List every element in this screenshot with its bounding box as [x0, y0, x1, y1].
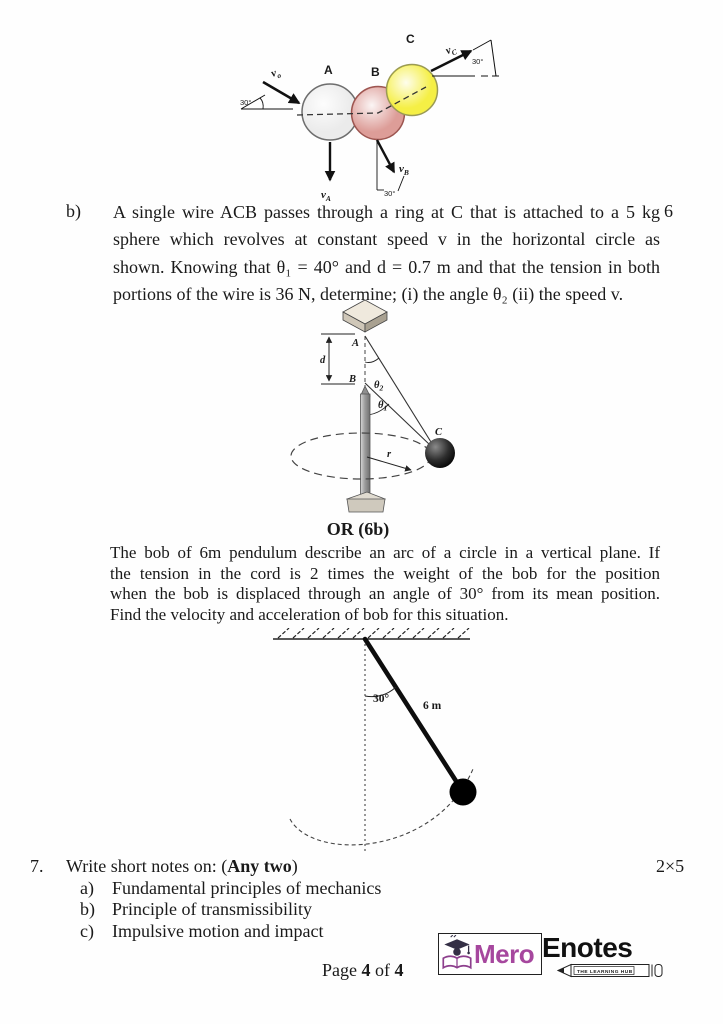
- question-7-marks: 2×5: [656, 856, 685, 876]
- logo-frame: Mero: [438, 933, 542, 975]
- v0-angle-label: 30°: [240, 98, 251, 107]
- top-cap: [342, 299, 388, 333]
- text-line: the tension in the cord is 2 times the w…: [110, 563, 660, 583]
- item-label: a): [80, 878, 94, 898]
- text-line: when the bob is displaced through an ang…: [110, 584, 660, 604]
- v0-vector: [240, 80, 301, 110]
- item-label: b): [80, 899, 95, 920]
- theta2-arc: [364, 357, 380, 363]
- r-label: r: [387, 449, 392, 460]
- or-heading: OR (6b): [326, 519, 390, 539]
- wire-bc: [364, 382, 431, 446]
- text-line: sphere which revolves at constant speed …: [113, 229, 660, 250]
- line-of-centers: [296, 86, 427, 116]
- sphere-c-label: C: [406, 32, 415, 46]
- list-item: c) Impulsive motion and impact: [80, 921, 381, 942]
- wire-ac: [364, 335, 432, 443]
- item-text: Impulsive motion and impact: [112, 920, 324, 941]
- vc-angle-label: 30°: [472, 57, 483, 66]
- page-number: Page 4 of 4: [322, 960, 404, 980]
- length-label: 6 m: [423, 700, 442, 712]
- sphere-c: [385, 63, 439, 117]
- pencil-banner: THE LEARNING HUB: [556, 963, 663, 978]
- point-a-label: A: [351, 338, 359, 349]
- pendulum-swing-figure: 30° 6 m: [273, 628, 477, 852]
- question-6b-text: A single wire ACB passes through a ring …: [113, 199, 660, 309]
- text-line: shown. Knowing that θ₁ = 40° and d = 0.7…: [113, 256, 660, 277]
- question-6b-marks: 6: [664, 201, 673, 221]
- text-line: portions of the wire is 36 N, determine;…: [113, 284, 624, 305]
- theta2-label: θ2: [374, 380, 383, 393]
- sphere-b-label: B: [371, 65, 380, 79]
- collision-spheres-figure: 30° vo A B C vA vB 30° vC 30°: [240, 32, 499, 203]
- pendulum-bob: [449, 778, 477, 806]
- conical-pendulum-figure: d A B θ2 θ1 r C: [290, 299, 455, 513]
- or-question-text: The bob of 6m pendulum describe an arc o…: [110, 543, 660, 626]
- vc-vector: [430, 39, 499, 77]
- d-label: d: [320, 355, 326, 366]
- question-6b-label: b): [66, 201, 81, 221]
- ceiling-hatching: [277, 628, 470, 639]
- pendulum-rod: [362, 636, 459, 784]
- sphere-a-label: A: [324, 63, 333, 77]
- vb-vector: [375, 139, 405, 192]
- v0-label: vo: [270, 66, 283, 82]
- vb-angle-label: 30°: [384, 189, 395, 198]
- dimension-d: [321, 333, 355, 385]
- vc-label: vC: [444, 42, 459, 59]
- text-line: A single wire ACB passes through a ring …: [113, 202, 660, 222]
- meroenotes-logo: Mero Enotes THE LEARNING HUB: [438, 930, 666, 982]
- point-b-label: B: [348, 374, 356, 385]
- question-7-prompt: Write short notes on: (Any two): [66, 856, 298, 876]
- list-item: b) Principle of transmissibility: [80, 899, 381, 920]
- vb-label: vB: [399, 163, 409, 177]
- logo-enotes-text: Enotes: [542, 932, 633, 963]
- item-text: Principle of transmissibility: [112, 899, 312, 920]
- logo-mero-text: Mero: [474, 939, 535, 969]
- pole: [359, 385, 371, 501]
- question-7-items: a) Fundamental principles of mechanics b)…: [80, 878, 381, 942]
- list-item: a) Fundamental principles of mechanics: [80, 878, 381, 899]
- angle-arc: [364, 686, 397, 698]
- theta1-label: θ1: [378, 400, 387, 413]
- point-c-label: C: [435, 427, 443, 438]
- text-line: Find the velocity and acceleration of bo…: [110, 605, 509, 625]
- base-block: [345, 491, 387, 513]
- va-label: vA: [321, 189, 331, 203]
- swing-arc-path: [289, 768, 474, 846]
- reading-graduate-icon: [442, 935, 472, 970]
- question-7-number: 7.: [30, 856, 44, 876]
- swing-angle-label: 30°: [373, 693, 390, 705]
- bob-sphere: [425, 438, 455, 468]
- text-line: The bob of 6m pendulum describe an arc o…: [110, 543, 660, 562]
- item-text: Fundamental principles of mechanics: [112, 878, 382, 898]
- logo-tagline: THE LEARNING HUB: [577, 969, 633, 975]
- radius-arrow: [366, 456, 412, 472]
- item-label: c): [80, 920, 94, 941]
- sphere-a: [301, 83, 359, 141]
